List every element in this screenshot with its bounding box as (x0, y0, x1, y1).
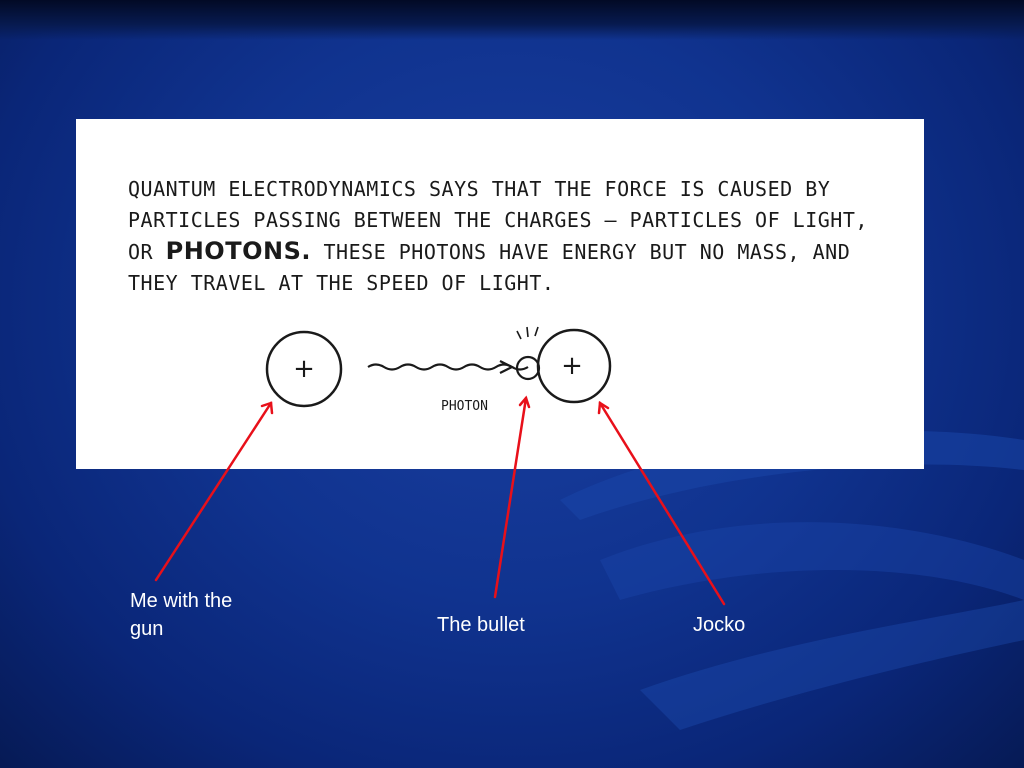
caption-me-with-gun: Me with the gun (130, 587, 250, 643)
arrow-jocko (600, 403, 724, 604)
arrow-me-with-gun (156, 403, 271, 580)
caption-jocko: Jocko (693, 611, 745, 639)
arrow-bullet (495, 398, 526, 597)
caption-the-bullet: The bullet (437, 611, 525, 639)
